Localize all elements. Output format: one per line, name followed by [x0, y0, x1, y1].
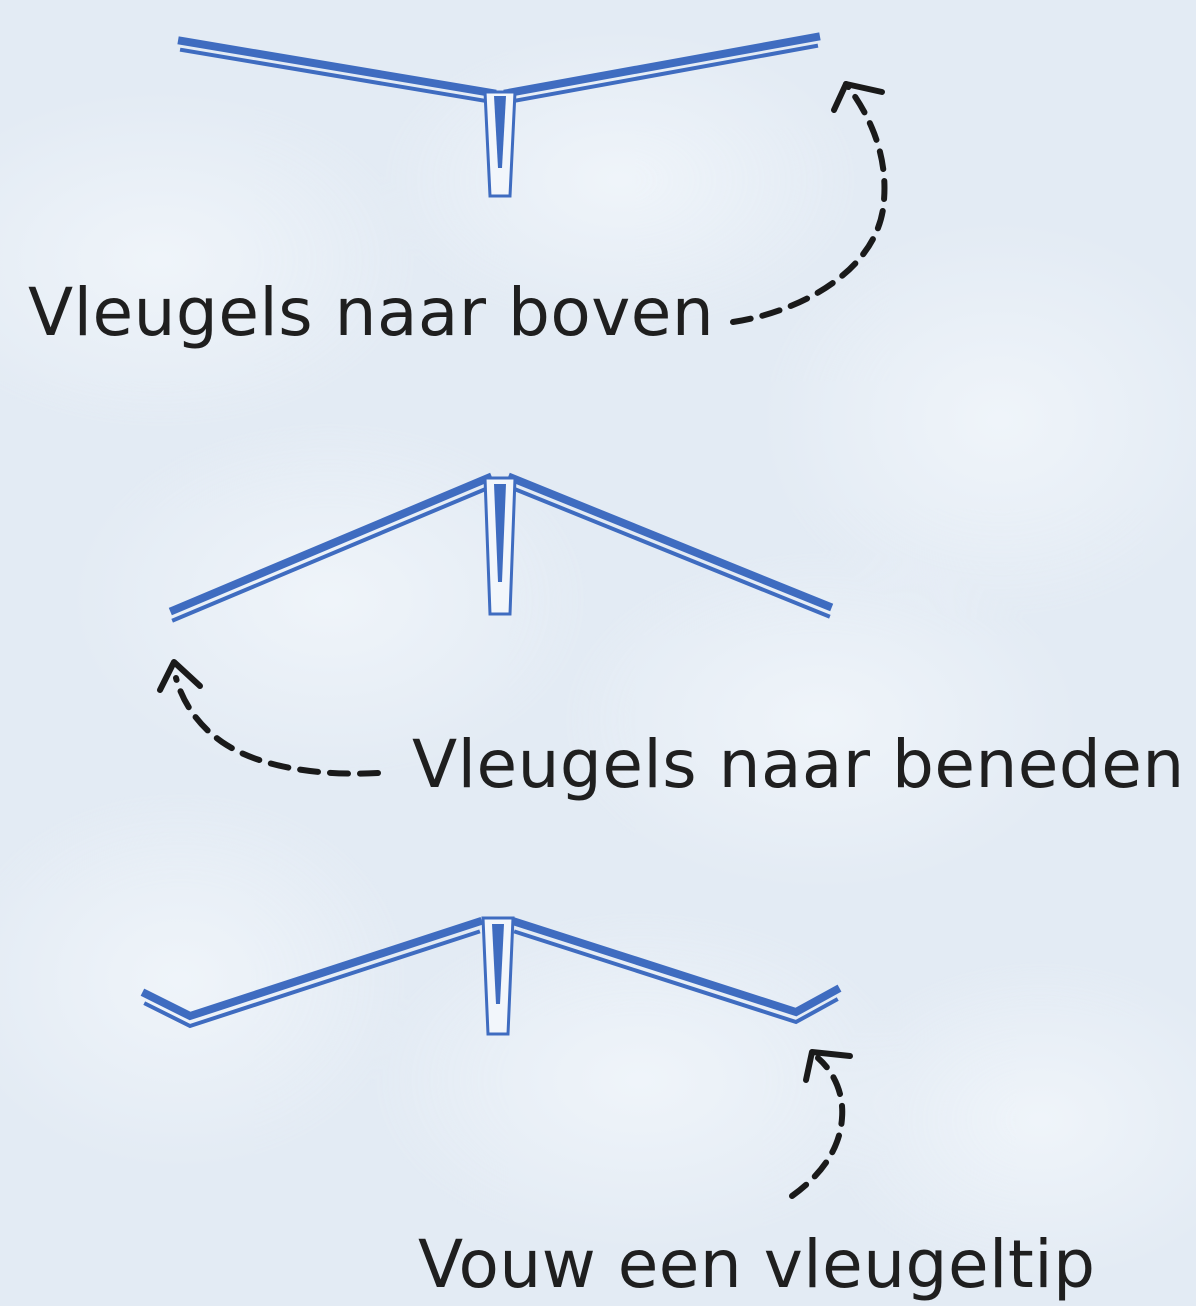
label-wings-up: Vleugels naar boven	[28, 274, 715, 351]
arrow-fold-tip-head	[803, 1049, 853, 1083]
plane-fold-tip	[140, 916, 842, 1036]
arrow-wings-up	[730, 81, 888, 325]
plane-wings-down-right-wing	[506, 472, 834, 619]
plane-wings-up-left-wing	[177, 36, 497, 105]
plane-fold-tip-left-wing	[140, 916, 484, 1029]
plane-fold-tip-keel	[481, 916, 515, 1036]
label-fold-tip: Vouw een vleugeltip	[418, 1226, 1096, 1303]
plane-wings-up	[177, 32, 821, 198]
label-wings-down: Vleugels naar beneden	[412, 726, 1185, 803]
arrow-fold-tip	[789, 1049, 853, 1199]
plane-wings-down	[168, 472, 834, 623]
plane-wings-down-keel	[483, 476, 517, 616]
plane-fold-tip-right-wing	[510, 916, 842, 1025]
arrow-wings-down	[157, 659, 381, 777]
arrow-wings-down-head	[157, 659, 203, 693]
plane-wings-down-left-wing	[168, 472, 494, 623]
plane-wings-up-right-wing	[503, 32, 821, 105]
arrow-wings-up-head	[831, 81, 885, 113]
plane-wings-up-keel	[483, 90, 517, 198]
